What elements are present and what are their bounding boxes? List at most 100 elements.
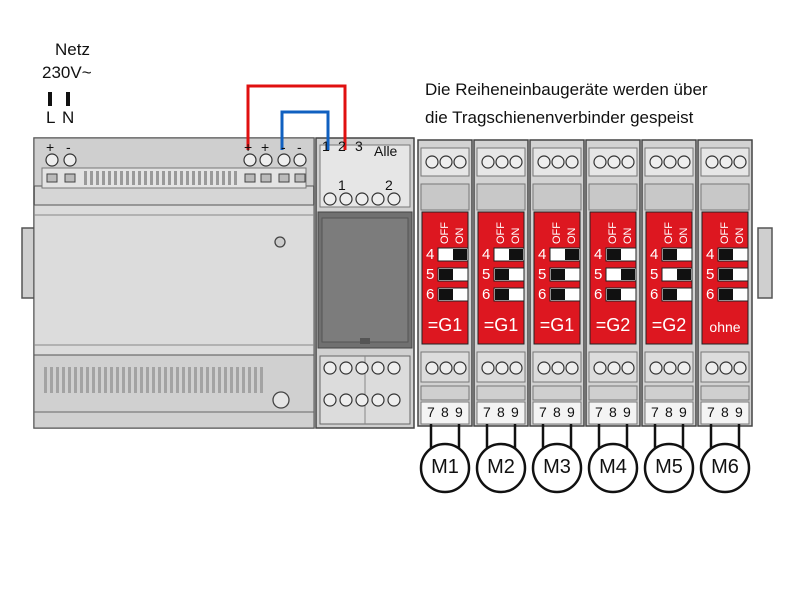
vent-slot xyxy=(188,367,191,393)
terminal-screw xyxy=(509,155,523,169)
switch-row-number: 5 xyxy=(482,266,491,283)
terminal-screw xyxy=(371,393,385,407)
switch-on-label: ON xyxy=(734,227,746,244)
dip-switch-knob xyxy=(439,269,453,280)
output-terminal-number: 7 xyxy=(595,404,603,420)
dip-switch-knob xyxy=(663,289,677,300)
switch-row-number: 6 xyxy=(426,286,435,303)
terminal-screw xyxy=(323,192,337,206)
vent-slot xyxy=(134,367,137,393)
vent-slot xyxy=(168,171,171,185)
vent-slot xyxy=(200,367,203,393)
terminal-screw xyxy=(719,361,733,375)
indicator-led xyxy=(274,236,286,248)
terminal-screw xyxy=(733,155,747,169)
vent-slot xyxy=(96,171,99,185)
terminal-screw xyxy=(663,361,677,375)
terminal-screw xyxy=(649,155,663,169)
vent-slot xyxy=(144,171,147,185)
switch-row-number: 5 xyxy=(538,266,547,283)
switch-on-label: ON xyxy=(454,227,466,244)
switch-on-label: ON xyxy=(678,227,690,244)
motor-symbol xyxy=(419,442,471,494)
terminal-screw xyxy=(371,361,385,375)
supply-terminal-plus: + xyxy=(46,139,55,155)
vent-slot xyxy=(162,171,165,185)
supply-title: Netz xyxy=(55,40,90,59)
vent-slot xyxy=(164,367,167,393)
vent-slot xyxy=(216,171,219,185)
switch-row-number: 4 xyxy=(482,246,491,263)
switch-row-number: 5 xyxy=(594,266,603,283)
dip-switch-knob xyxy=(621,269,635,280)
switch-off-label: OFF xyxy=(719,222,731,244)
terminal-screw xyxy=(355,192,369,206)
vent-slot xyxy=(150,171,153,185)
terminal-screw xyxy=(243,153,257,167)
motor-symbol xyxy=(587,442,639,494)
switch-off-label: OFF xyxy=(607,222,619,244)
dip-switch-knob xyxy=(663,249,677,260)
dip-switch-knob xyxy=(719,269,733,280)
power-supply-unit xyxy=(33,137,315,429)
terminal-screw xyxy=(481,155,495,169)
switch-row-number: 6 xyxy=(650,286,659,303)
vent-slot xyxy=(128,367,131,393)
vent-slot xyxy=(236,367,239,393)
output-terminal-plus-2: + xyxy=(261,139,270,155)
output-terminal-number: 8 xyxy=(721,404,729,420)
switch-row-number: 4 xyxy=(650,246,659,263)
switch-row-number: 6 xyxy=(594,286,603,303)
vent-slot xyxy=(222,171,225,185)
vent-slot xyxy=(242,367,245,393)
terminal-screw xyxy=(495,361,509,375)
switch-row-number: 4 xyxy=(706,246,715,263)
output-terminal-minus-1: - xyxy=(281,139,286,155)
output-terminal-number: 7 xyxy=(651,404,659,420)
vent-slot xyxy=(138,171,141,185)
terminal-screw xyxy=(439,155,453,169)
vent-slot xyxy=(230,367,233,393)
vent-slot xyxy=(254,367,257,393)
terminal-screw xyxy=(593,155,607,169)
vent-slot xyxy=(84,171,87,185)
output-terminal-number: 9 xyxy=(623,404,631,420)
vent-slot xyxy=(234,171,237,185)
dip-switch-knob xyxy=(551,269,565,280)
terminal-screw xyxy=(339,393,353,407)
switch-row-number: 6 xyxy=(482,286,491,303)
switch-row-number: 4 xyxy=(594,246,603,263)
input-module xyxy=(315,137,415,429)
terminal-screw xyxy=(677,361,691,375)
vent-slot xyxy=(114,171,117,185)
vent-slot xyxy=(218,367,221,393)
vent-slot xyxy=(50,367,53,393)
terminal-screw xyxy=(387,393,401,407)
vent-slot xyxy=(170,367,173,393)
terminal-slot xyxy=(64,173,76,183)
vent-slot xyxy=(224,367,227,393)
terminal-screw xyxy=(621,155,635,169)
terminal-screw xyxy=(537,155,551,169)
terminal-screw xyxy=(355,361,369,375)
terminal-screw xyxy=(565,361,579,375)
vent-slot xyxy=(194,367,197,393)
vent-slot xyxy=(86,367,89,393)
group-label: ohne xyxy=(709,319,741,335)
switch-row-number: 5 xyxy=(650,266,659,283)
terminal-screw xyxy=(387,192,401,206)
terminal-screw xyxy=(45,153,59,167)
terminal-screw xyxy=(371,192,385,206)
terminal-screw xyxy=(481,361,495,375)
vent-slot xyxy=(146,367,149,393)
terminal-screw xyxy=(293,153,307,167)
output-terminal-number: 9 xyxy=(735,404,743,420)
vent-slot xyxy=(260,367,263,393)
vent-slot xyxy=(152,367,155,393)
vent-slot xyxy=(108,171,111,185)
vent-slot xyxy=(104,367,107,393)
terminal-screw xyxy=(425,361,439,375)
group-label: =G2 xyxy=(595,315,631,335)
group-label: =G2 xyxy=(651,315,687,335)
vent-slot xyxy=(120,171,123,185)
